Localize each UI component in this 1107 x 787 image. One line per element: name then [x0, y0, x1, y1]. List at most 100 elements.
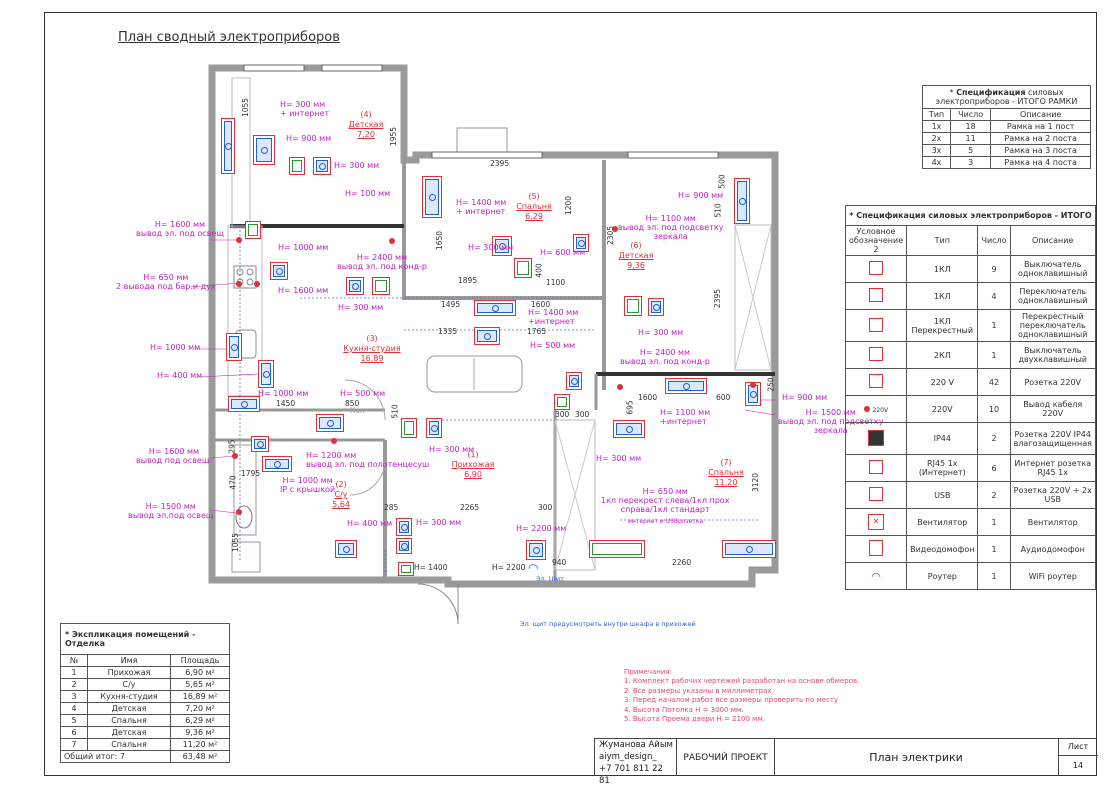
- spec-total-table: * Спецификация силовых электроприборов -…: [844, 205, 1096, 590]
- dimension: 510: [713, 203, 723, 218]
- dimension: 1600: [638, 393, 658, 402]
- sheet-frame: [44, 12, 1097, 776]
- fan-icon: ✕: [868, 514, 885, 530]
- author-name: Жуманова Айым: [599, 740, 673, 750]
- socket: [346, 277, 364, 295]
- dimension: 2395: [490, 159, 510, 168]
- notes: Примечания: 1. Комплект рабочих чертежей…: [624, 668, 860, 724]
- sheet-label: Лист: [1058, 739, 1098, 756]
- socket: [396, 518, 412, 536]
- height-label: Н= 2200: [492, 563, 526, 572]
- height-label: Н= 500 мм: [530, 341, 576, 350]
- cable-outlet-icon: [331, 438, 337, 444]
- socket: [566, 372, 582, 390]
- dimension: 1795: [241, 469, 261, 478]
- switch: [514, 258, 532, 278]
- height-label: Н= 300 мм: [416, 518, 462, 527]
- dimension: 300: [538, 503, 553, 512]
- height-label: Н= 300 мм + интернет: [280, 100, 330, 119]
- title-block: Жуманова Айым aiym_design_ +7 701 811 22…: [594, 738, 1098, 786]
- socket-group: [613, 420, 645, 438]
- height-label: Н= 1400: [414, 563, 448, 572]
- stage-cell: РАБОЧИЙ ПРОЕКТ: [677, 739, 775, 776]
- dimension: 2395: [713, 288, 723, 309]
- height-label: Н= 300 мм: [338, 303, 384, 312]
- rj45-icon: [869, 460, 884, 474]
- height-label: Н= 1000 мм: [278, 243, 329, 252]
- dimension: 695: [625, 400, 635, 415]
- height-label: Н= 300 мм: [468, 243, 514, 252]
- dimension: 500: [717, 174, 727, 189]
- height-label: Н= 1100 мм +интернет: [660, 408, 711, 427]
- height-label: Н= 1600 мм вывод под освещ.: [136, 447, 212, 466]
- socket: [648, 298, 664, 316]
- socket: [526, 540, 546, 560]
- switch: [554, 394, 570, 410]
- height-label: Н= 900 мм: [286, 134, 332, 143]
- height-label: Н= 2200 мм: [516, 524, 567, 533]
- height-label: Н= 1600 мм: [278, 286, 329, 295]
- socket-group: [226, 333, 242, 361]
- switch: [245, 221, 261, 239]
- intercom-icon: [869, 540, 884, 556]
- dimension: 1765: [527, 327, 547, 336]
- height-label: Н= 400 мм: [347, 519, 393, 528]
- height-label: Н= 1200 мм вывод эл. под полотенцесуш: [306, 451, 430, 470]
- socket-group: [722, 540, 776, 558]
- socket: [313, 157, 331, 175]
- socket-group: [253, 135, 275, 165]
- height-label: интернет и USBрозетка: [628, 518, 704, 525]
- dimension: 1895: [458, 276, 478, 285]
- cable-outlet-icon: [232, 453, 238, 459]
- shield-note: Эл. щит предусмотреть внутри шкафа в при…: [520, 620, 696, 628]
- socket-group: [262, 456, 292, 472]
- sheet-title: План электрики: [774, 739, 1059, 776]
- socket-group: [665, 378, 707, 394]
- switch-1-icon: [869, 261, 884, 275]
- dimension: 1955: [389, 126, 399, 147]
- height-label: Н= 300 мм: [429, 445, 475, 454]
- dimension: 300: [555, 410, 570, 419]
- author-cell: Жуманова Айым aiym_design_ +7 701 811 22…: [595, 739, 677, 786]
- height-label: Н= 100 мм: [345, 189, 391, 198]
- switch-group: [589, 540, 645, 558]
- cable-outlet-icon: [612, 226, 618, 232]
- switch: [401, 418, 417, 438]
- socket-group: [228, 396, 260, 412]
- cable-outlet-icon: [236, 509, 242, 515]
- dimension: 1600: [531, 300, 551, 309]
- socket-group: [422, 176, 442, 218]
- cable-outlet-icon: [236, 237, 242, 243]
- socket-ip44-icon: [868, 429, 885, 446]
- height-label: Н= 1100 мм вывод эл. под подсветку зерка…: [618, 214, 724, 242]
- router-icon: ◠: [528, 561, 539, 575]
- dimension: 3120: [751, 472, 761, 493]
- cable-outlet-icon: [254, 281, 260, 287]
- dimension: 600: [716, 393, 731, 402]
- switch-pass-icon: [869, 288, 884, 302]
- dimension: Кол: [350, 406, 365, 415]
- dimension: 940: [552, 558, 567, 567]
- dimension: 2305: [606, 225, 616, 246]
- height-label: Н= 1400 мм + интернет: [456, 198, 507, 217]
- dimension: 300: [575, 410, 590, 419]
